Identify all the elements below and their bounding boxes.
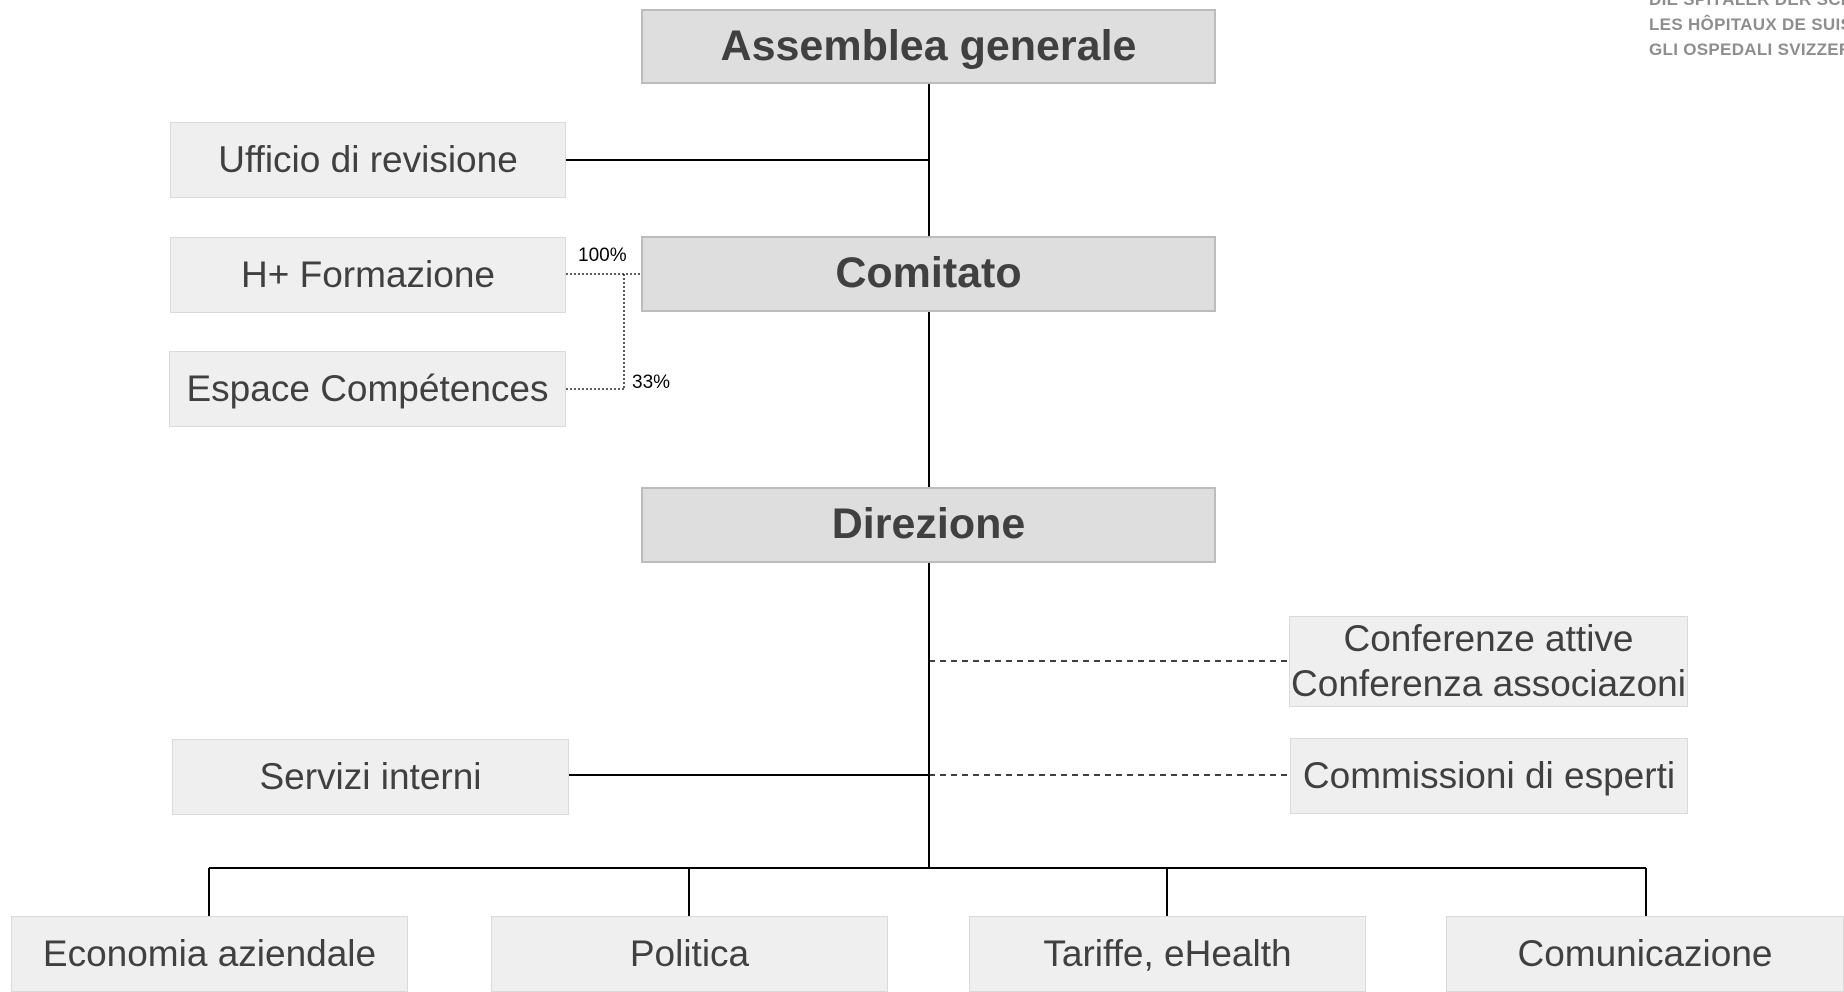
conferenze-line-1: Conferenze attive xyxy=(1343,618,1634,660)
commissioni-esperti-box: Commissioni di esperti xyxy=(1290,738,1688,814)
logo-line-1: DIE SPITÄLER DER SCHWEIZ xyxy=(1649,0,1844,12)
department-politica-box: Politica xyxy=(491,916,888,992)
comitato-box: Comitato xyxy=(641,236,1216,312)
conferenze-line-2: Conferenza associazoni xyxy=(1291,662,1686,704)
logo-line-2: LES HÔPITAUX DE SUISSE xyxy=(1649,15,1844,34)
organization-logo: DIE SPITÄLER DER SCHWEIZ LES HÔPITAUX DE… xyxy=(1649,0,1844,62)
share-h-formazione: 100% xyxy=(578,245,627,266)
espace-competences-box: Espace Compétences xyxy=(169,351,566,427)
direzione-box: Direzione xyxy=(641,487,1216,563)
servizi-interni-box: Servizi interni xyxy=(172,739,569,815)
ufficio-revisione-box: Ufficio di revisione xyxy=(170,122,566,198)
assemblea-generale-box: Assemblea generale xyxy=(641,9,1216,84)
department-comunicazione-box: Comunicazione xyxy=(1446,916,1844,992)
conferenze-box: Conferenze attive Conferenza associazoni xyxy=(1289,616,1688,707)
share-espace-competences: 33% xyxy=(632,372,671,393)
logo-line-3: GLI OSPEDALI SVIZZERI xyxy=(1649,40,1844,59)
department-tariffe-box: Tariffe, eHealth xyxy=(969,916,1366,992)
department-economia-box: Economia aziendale xyxy=(11,916,408,992)
h-formazione-box: H+ Formazione xyxy=(170,237,566,313)
